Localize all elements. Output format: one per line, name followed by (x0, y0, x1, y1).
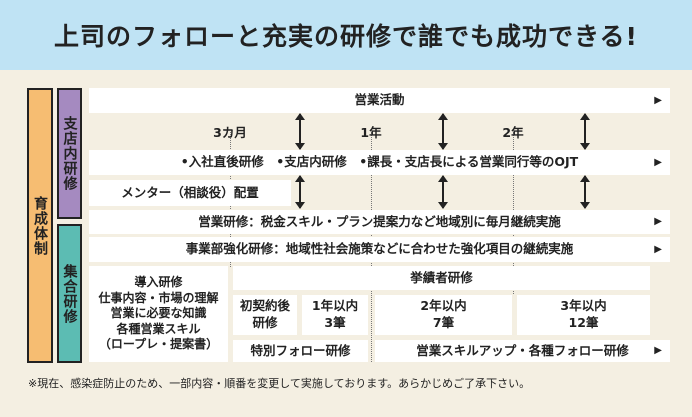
group-training-label: 集合研修 (57, 224, 82, 363)
double-arrow-icon (438, 113, 448, 150)
sales-activity-row: 営業活動 ▶ (89, 88, 670, 113)
sales-training-text: 営業研修：税金スキル・プラン提案力など地域別に毎月継続実施 (198, 213, 561, 229)
cell-line: 12筆 (568, 315, 599, 330)
arrow-right-icon: ▶ (654, 156, 662, 168)
cell-first-contract: 初契約後研修 (233, 295, 297, 335)
milestone-3-months: 3カ月 (213, 125, 247, 140)
intro-line: （ロープレ・提案書） (98, 337, 219, 352)
skillup-training-row: 営業スキルアップ・各種フォロー研修 ▶ (375, 340, 670, 362)
ojt-text: •入社直後研修 •支店内研修 •課長・支店長による営業同行等のOJT (180, 154, 579, 170)
intro-line: 仕事内容・市場の理解 (98, 290, 219, 305)
arrow-right-icon: ▶ (654, 216, 662, 228)
intro-line: 営業に必要な知識 (110, 306, 207, 321)
ojt-row: •入社直後研修 •支店内研修 •課長・支店長による営業同行等のOJT ▶ (89, 150, 670, 175)
cell-line: 3筆 (324, 315, 346, 330)
double-arrow-icon (295, 113, 305, 150)
intro-line: 導入研修 (134, 275, 183, 290)
arrow-right-icon: ▶ (654, 345, 662, 357)
double-arrow-icon (580, 113, 590, 150)
milestone-2-years: 2年 (502, 125, 524, 140)
intro-training-box: 導入研修 仕事内容・市場の理解 営業に必要な知識 各種営業スキル （ロープレ・提… (89, 266, 228, 362)
sales-training-row: 営業研修：税金スキル・プラン提案力など地域別に毎月継続実施 ▶ (89, 210, 670, 234)
cell-line: 7筆 (432, 315, 455, 330)
intro-line: 各種営業スキル (116, 321, 201, 336)
special-follow-training: 特別フォロー研修 (233, 340, 368, 362)
cell-line: 2年以内 (420, 298, 467, 314)
page-title: 上司のフォローと充実の研修で誰でも成功できる! (0, 0, 692, 70)
cell-line: 1年以内 (311, 298, 359, 314)
footnote: ※現在、感染症防止のため、一部内容・順番を変更して実施しております。あらかじめご… (28, 377, 531, 390)
double-arrow-icon (438, 175, 448, 209)
division-training-text: 事業部強化研修：地域性社会施策などに合わせた強化項目の継続実施 (185, 241, 574, 257)
arrow-right-icon: ▶ (654, 243, 662, 255)
sales-activity-text: 営業活動 (354, 92, 405, 108)
achiever-training: 挙績者研修 (233, 266, 650, 290)
arrow-right-icon: ▶ (654, 94, 662, 106)
double-arrow-icon (580, 175, 590, 209)
milestone-1-year: 1年 (360, 125, 382, 140)
skillup-text: 営業スキルアップ・各種フォロー研修 (416, 342, 629, 358)
cell-line: 研修 (252, 315, 278, 330)
training-system-label: 育成体制 (27, 88, 53, 363)
branch-training-label: 支店内研修 (57, 88, 82, 219)
mentor-row: メンター（相談役）配置 (89, 180, 291, 206)
division-training-row: 事業部強化研修：地域性社会施策などに合わせた強化項目の継続実施 ▶ (89, 237, 670, 262)
double-arrow-icon (295, 175, 305, 209)
cell-line: 初契約後 (239, 298, 290, 314)
cell-line: 3年以内 (560, 298, 607, 314)
